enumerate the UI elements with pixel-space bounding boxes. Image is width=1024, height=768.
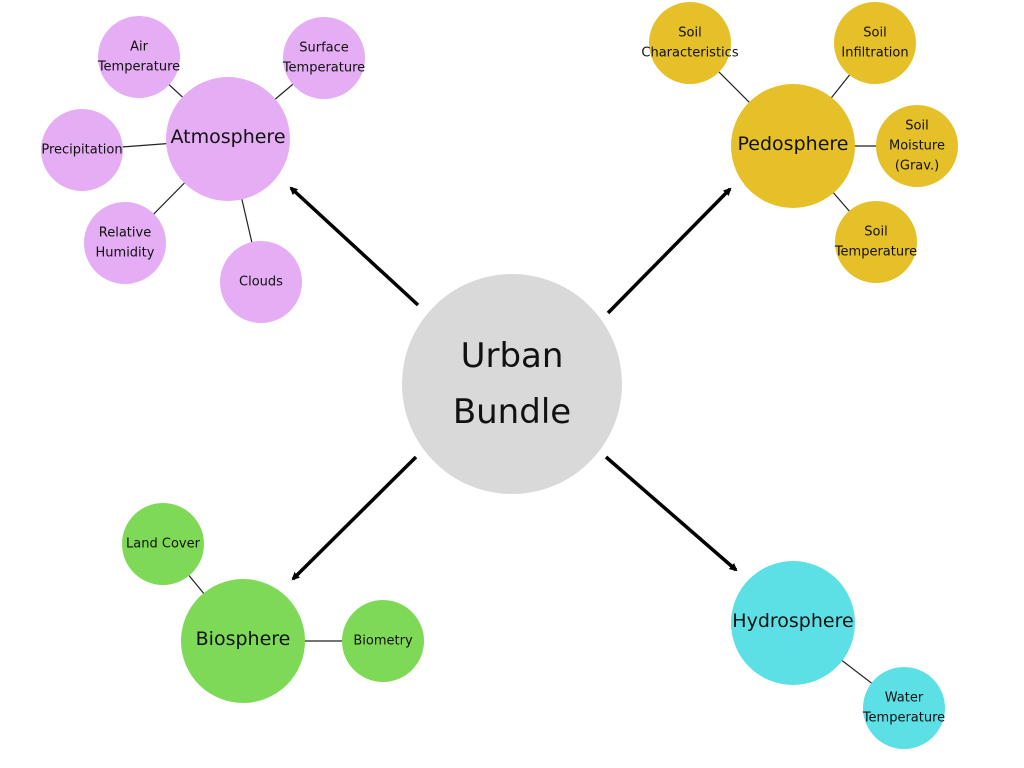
pedosphere-subtopic-node-label: Characteristics — [641, 46, 738, 61]
atmosphere-subtopic-node-circle — [283, 17, 365, 99]
arrow-to-atmosphere — [289, 186, 420, 307]
biosphere-circle — [181, 579, 305, 703]
pedosphere-subtopic-node-label: Soil — [863, 26, 886, 41]
pedosphere-subtopic-node-label: Soil — [864, 225, 887, 240]
atmosphere-subtopic-node-circle — [220, 241, 302, 323]
pedosphere-node: Pedosphere — [731, 84, 855, 208]
pedosphere-subtopic-node-label: Soil — [905, 119, 928, 134]
atmosphere-subtopic-node: Precipitation — [41, 109, 123, 191]
pedosphere-label: Pedosphere — [738, 133, 849, 155]
atmosphere-subtopic-node-circle — [41, 109, 123, 191]
hydrosphere-subtopic-node-label: Temperature — [862, 711, 945, 726]
hydrosphere-subtopic-node-circle — [863, 667, 945, 749]
pedosphere-subtopic-node-label: Soil — [678, 26, 701, 41]
atmosphere-subtopic-node-label: Temperature — [282, 61, 365, 76]
pedosphere-subtopic-node-circle — [649, 2, 731, 84]
pedosphere-subtopic-node-label: Infiltration — [841, 46, 908, 61]
pedosphere-subtopic-node-label: (Grav.) — [895, 159, 939, 174]
atmosphere-subtopic-node-circle — [98, 16, 180, 98]
atmosphere-subtopic-node-label: Clouds — [239, 275, 283, 290]
atmosphere-circle — [166, 77, 290, 201]
biosphere-subtopic-node-circle — [122, 503, 204, 585]
atmosphere-subtopic-node: Clouds — [220, 241, 302, 323]
atmosphere-subtopic-node-label: Air — [130, 40, 149, 55]
biosphere-subtopic-node: Land Cover — [122, 503, 204, 585]
biosphere-subtopic-node-label: Land Cover — [126, 537, 201, 552]
biosphere-label: Biosphere — [196, 628, 291, 650]
arrow-to-hydrosphere — [604, 455, 738, 572]
urban-bundle-node-label: Bundle — [453, 392, 571, 432]
pedosphere-subtopic-node-label: Temperature — [834, 245, 917, 260]
pedosphere-subtopic-node-circle — [876, 105, 958, 187]
atmosphere-subtopic-node-label: Surface — [299, 41, 349, 56]
atmosphere-subtopic-node-label: Temperature — [97, 60, 180, 75]
pedosphere-circle — [731, 84, 855, 208]
hydrosphere-circle — [731, 561, 855, 685]
biosphere-subtopic-node: Biometry — [342, 600, 424, 682]
atmosphere-subtopic-node-label: Precipitation — [41, 143, 122, 158]
atmosphere-label: Atmosphere — [170, 126, 285, 148]
hydrosphere-subtopic-node-label: Water — [885, 691, 924, 706]
pedosphere-subtopic-node-circle — [834, 2, 916, 84]
atmosphere-subtopic-node-label: Humidity — [96, 246, 155, 261]
pedosphere-subtopic-node-circle — [835, 201, 917, 283]
arrow-to-biosphere — [291, 455, 418, 581]
atmosphere-subtopic-node-label: Relative — [99, 226, 151, 241]
urban-bundle-node-circle — [402, 274, 622, 494]
atmosphere-subtopic-node-circle — [84, 202, 166, 284]
hydrosphere-label: Hydrosphere — [732, 610, 853, 632]
atmosphere-node: Atmosphere — [166, 77, 290, 201]
pedosphere-subtopic-node-label: Moisture — [889, 139, 945, 154]
arrow-to-pedosphere — [606, 187, 732, 315]
biosphere-node: Biosphere — [181, 579, 305, 703]
hydrosphere-node: Hydrosphere — [731, 561, 855, 685]
biosphere-subtopic-node-circle — [342, 600, 424, 682]
biosphere-subtopic-node-label: Biometry — [353, 634, 413, 649]
urban-bundle-node-label: Urban — [461, 336, 564, 376]
